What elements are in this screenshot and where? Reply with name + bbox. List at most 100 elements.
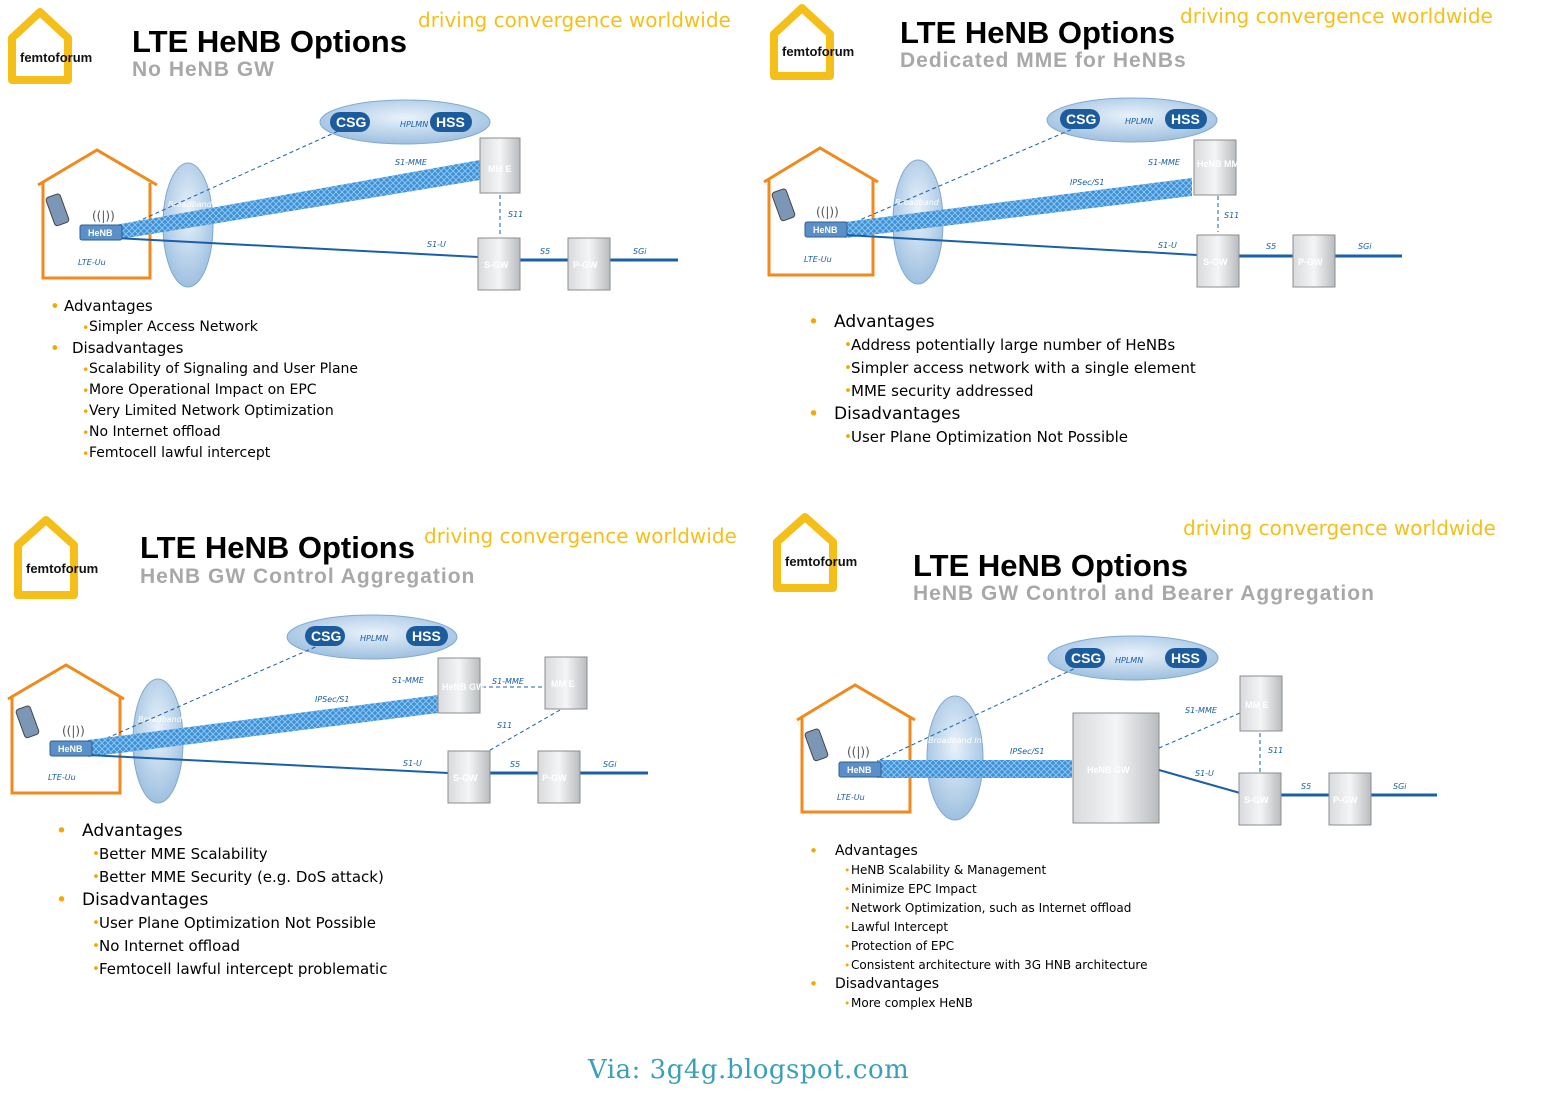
disadvantage-item: More complex HeNB	[809, 994, 1147, 1013]
csg-badge	[305, 626, 345, 646]
s5-label: S5	[510, 760, 520, 769]
lte-uu-label: LTE-Uu	[837, 793, 865, 802]
femtoforum-logo: femtoforum	[770, 4, 854, 80]
ipsec-tunnel	[877, 760, 1072, 778]
mme-rack	[479, 137, 521, 194]
advantage-item: Address potentially large number of HeNB…	[808, 334, 1196, 357]
sgw-rack	[1196, 234, 1240, 288]
csg-badge	[1060, 109, 1100, 129]
henb-label: HeNB	[847, 765, 872, 775]
sgi-label: SGi	[1358, 242, 1372, 251]
sgw-rack	[477, 237, 521, 291]
s1-u-line	[844, 234, 1198, 256]
s1-u-label: S1-U	[1195, 769, 1214, 778]
hss-badge	[430, 112, 472, 132]
disadvantage-item: Scalability of Signaling and User Plane	[50, 359, 358, 380]
s5-label: S5	[1266, 242, 1276, 251]
s11-label: S11	[1268, 746, 1283, 755]
advantage-item: HeNB Scalability & Management	[809, 861, 1147, 880]
logo-text: femtoforum	[785, 554, 857, 569]
s1-u-line	[87, 754, 449, 774]
s1-u-line	[1158, 769, 1241, 794]
advantage-item: MME security addressed	[808, 380, 1196, 403]
diagram-henb-gw-control-bearer: femtoforum Broadband Internet CSG HPLMN …	[773, 513, 1437, 826]
disadvantage-item: No Internet offload	[56, 935, 387, 958]
henb-gw-chassis	[1072, 712, 1160, 824]
advantages-heading: Advantages	[56, 820, 387, 843]
sgw-label: S-GW	[1203, 257, 1228, 267]
disadvantage-item: More Operational Impact on EPC	[50, 380, 358, 401]
henb-hplmn-link	[129, 127, 346, 226]
henb-hplmn-link	[99, 644, 321, 742]
s5-label: S5	[540, 247, 550, 256]
logo-text: femtoforum	[782, 44, 854, 59]
pgw-label: P-GW	[1333, 795, 1358, 805]
ipsec-label: IPSec/S1	[1010, 747, 1044, 756]
subtitle: HeNB GW Control Aggregation	[140, 565, 476, 588]
sgw-rack	[447, 750, 491, 804]
disadvantage-item: Very Limited Network Optimization	[50, 401, 358, 422]
advantage-item: Better MME Scalability	[56, 843, 387, 866]
pgw-label: P-GW	[573, 260, 598, 270]
broadband-label: Broadband Internet	[928, 736, 1007, 745]
s1-mme-label: S1-MME	[1185, 706, 1218, 715]
s1-u-label: S1-U	[1158, 241, 1177, 250]
henb-label: HeNB	[813, 225, 838, 235]
phone-icon	[15, 705, 40, 739]
s1-mme-tunnel	[115, 160, 480, 240]
henb-mme-label: HeNB MME	[1197, 159, 1245, 169]
mme-label: MM E	[488, 164, 512, 174]
s11-label: S11	[497, 721, 512, 730]
sgw-label: S-GW	[453, 773, 478, 783]
pgw-label: P-GW	[1298, 257, 1323, 267]
csg-badge	[1065, 648, 1105, 668]
pgw-rack	[537, 750, 581, 804]
phone-icon	[45, 193, 70, 227]
tagline: driving convergence worldwide	[1180, 4, 1493, 28]
henb-label: HeNB	[58, 744, 83, 754]
pros-cons-list: Advantages HeNB Scalability & Management…	[809, 842, 1147, 1013]
lte-uu-label: LTE-Uu	[804, 255, 832, 264]
henb-mme-rack	[1193, 139, 1237, 196]
mme-label: MM E	[1245, 700, 1269, 710]
henb-device	[49, 740, 93, 757]
mme-rack	[1239, 675, 1283, 732]
disadvantage-item: User Plane Optimization Not Possible	[808, 426, 1196, 449]
page-title: LTE HeNB Options	[900, 15, 1175, 50]
s1-mme-label: S1-MME	[395, 158, 428, 167]
s11-label: S11	[1224, 211, 1239, 220]
disadvantages-heading: Disadvantages	[809, 975, 1147, 994]
hplmn-cloud	[1047, 635, 1219, 681]
tagline: driving convergence worldwide	[418, 8, 731, 32]
femtoforum-logo: femtoforum	[8, 8, 92, 84]
advantage-item: Simpler Access Network	[50, 317, 358, 338]
source-credit: Via: 3g4g.blogspot.com	[588, 1055, 910, 1085]
csg-label: CSG	[1071, 650, 1101, 666]
pros-cons-list: Advantages Better MME Scalability Better…	[56, 820, 387, 981]
henb-device	[804, 221, 848, 238]
broadband-label: Broadband	[168, 200, 213, 209]
hss-label: HSS	[1171, 111, 1200, 127]
s1-u-line	[114, 237, 479, 258]
s1-mme-label: S1-MME	[1148, 158, 1181, 167]
sgw-label: S-GW	[484, 260, 509, 270]
hplmn-label: HPLMN	[1115, 656, 1143, 665]
hss-badge	[1165, 109, 1207, 129]
broadband-label: Broadband	[895, 198, 940, 207]
diagram-henb-gw-control: femtoforum Broadband CSG HPLMN HSS IPSec…	[7, 516, 648, 804]
panel-dedicated-mme: femtoforum Broadband CSG HPLMN HSS IPSec…	[760, 0, 1531, 520]
advantage-item: Minimize EPC Impact	[809, 880, 1147, 899]
henb-label: HeNB	[88, 228, 113, 238]
henb-hplmn-link	[879, 665, 1081, 761]
advantages-heading: Advantages	[50, 296, 358, 317]
henb-gw-label: HeNB GW	[442, 682, 485, 692]
ipsec-tunnel	[88, 695, 438, 757]
page-title: LTE HeNB Options	[132, 24, 407, 59]
broadband-label: Broadband	[138, 715, 183, 724]
s1-mme-label: S1-MME	[392, 676, 425, 685]
femtoforum-logo: femtoforum	[773, 513, 857, 592]
csg-badge	[330, 112, 370, 132]
hss-label: HSS	[436, 114, 465, 130]
logo-text: femtoforum	[26, 561, 98, 576]
lte-uu-label: LTE-Uu	[48, 773, 76, 782]
